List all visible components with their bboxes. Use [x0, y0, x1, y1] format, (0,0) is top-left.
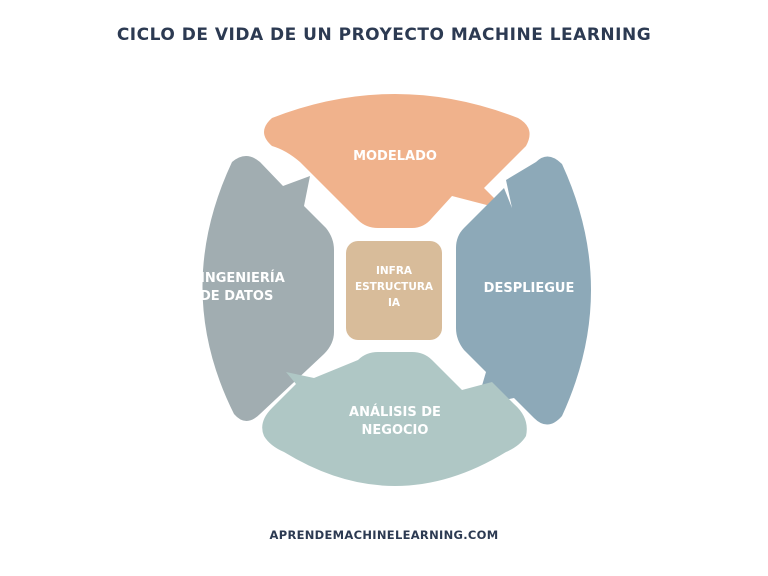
stage-analisis-de-negocio-label: ANÁLISIS DE NEGOCIO: [300, 404, 490, 440]
website-footer: APRENDEMACHINELEARNING.COM: [269, 528, 499, 542]
diagram-title: CICLO DE VIDA DE UN PROYECTO MACHINE LEA…: [116, 25, 652, 45]
stage-analisis-label-line1: ANÁLISIS DE: [349, 405, 441, 420]
stage-modelado-label: MODELADO: [353, 149, 437, 164]
stage-despliegue-shape: [456, 156, 591, 425]
center-infraestructura-shape: [346, 241, 442, 340]
stage-analisis-de-negocio-shape: [262, 352, 527, 486]
stage-modelado-shape: [264, 94, 530, 228]
stage-analisis-label-line2: NEGOCIO: [361, 423, 429, 439]
stage-ingenieria-de-datos-label: INGENIERÍA DE DATOS: [200, 270, 315, 306]
stage-ingenieria-de-datos-shape: [202, 156, 334, 421]
stage-ingenieria-label-line2: DE DATOS: [200, 289, 274, 305]
center-label-line1: INFRA: [375, 265, 413, 277]
stage-ingenieria-label-line1: INGENIERÍA: [200, 271, 285, 286]
stage-despliegue-label: DESPLIEGUE: [483, 281, 575, 296]
center-label-line3: IA: [387, 296, 401, 309]
center-label-line2: ESTRUCTURA: [354, 280, 434, 293]
center-infraestructura-label: INFRA ESTRUCTURA IA: [346, 264, 442, 311]
